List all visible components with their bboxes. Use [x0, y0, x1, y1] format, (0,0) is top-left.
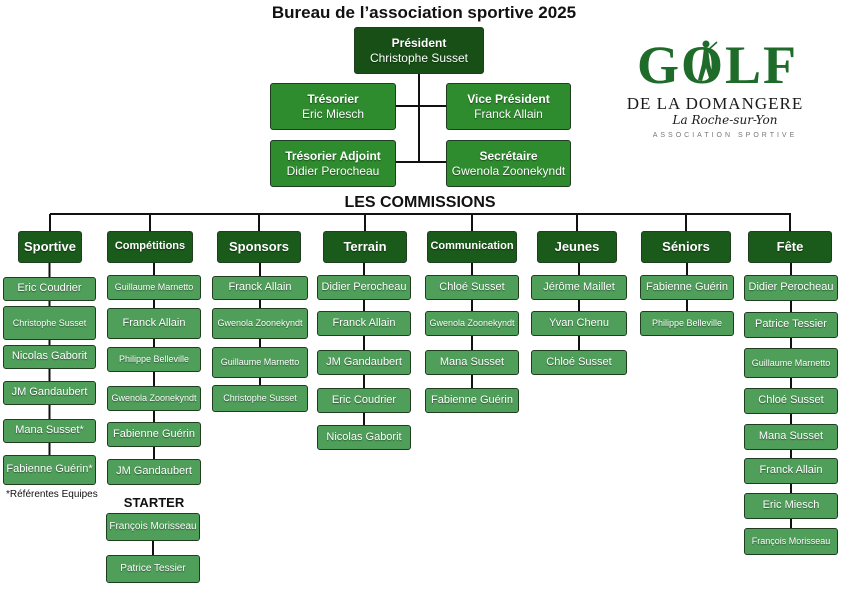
commission-member: Chloé Susset — [425, 275, 519, 300]
starter-member: François Morisseau — [106, 513, 200, 541]
tresorier-name: Eric Miesch — [301, 106, 364, 121]
commission-member: Philippe Belleville — [640, 311, 734, 336]
commission-member: Patrice Tessier — [744, 312, 838, 338]
vice-president-node: Vice Président Franck Allain — [446, 83, 571, 130]
commission-member: Fabienne Guérin* — [3, 455, 96, 485]
tresorier-node: Trésorier Eric Miesch — [270, 83, 396, 130]
commission-member: Franck Allain — [107, 308, 201, 339]
tresorier-adjoint-name: Didier Perocheau — [286, 163, 380, 178]
commission-header: Sportive — [18, 231, 82, 263]
vice-president-role: Vice Président — [467, 92, 550, 107]
commission-header: Fête — [748, 231, 832, 263]
logo-city-text: La Roche-sur-Yon — [672, 113, 778, 127]
commission-member: Nicolas Gaborit — [317, 425, 411, 450]
commission-member: Chloé Susset — [744, 388, 838, 414]
commission-member: Chloé Susset — [531, 350, 627, 375]
commission-member: Gwenola Zoonekyndt — [212, 308, 308, 339]
golfer-icon — [698, 40, 718, 81]
commission-member: Mana Susset — [744, 424, 838, 450]
tresorier-adjoint-node: Trésorier Adjoint Didier Perocheau — [270, 140, 396, 187]
commission-member: Christophe Susset — [212, 385, 308, 412]
commission-member: Jérôme Maillet — [531, 275, 627, 300]
golf-logo: GOLF DE LA DOMANGERE La Roche-sur-Yon AS… — [615, 35, 815, 146]
commission-member: Mana Susset* — [3, 419, 96, 443]
commission-member: Franck Allain — [744, 458, 838, 484]
commission-member: JM Gandaubert — [317, 350, 411, 375]
secretaire-node: Secrétaire Gwenola Zoonekyndt — [446, 140, 571, 187]
footnote: *Référentes Equipes — [6, 489, 98, 500]
commission-member: Franck Allain — [317, 311, 411, 336]
commission-member: Didier Perocheau — [317, 275, 411, 300]
president-node: Président Christophe Susset — [354, 27, 484, 74]
commission-member: JM Gandaubert — [3, 381, 96, 405]
commission-header: Terrain — [323, 231, 407, 263]
commission-member: Philippe Belleville — [107, 347, 201, 372]
commission-member: Christophe Susset — [3, 306, 96, 340]
page-title: Bureau de l’association sportive 2025 — [271, 3, 577, 22]
commission-member: François Morisseau — [744, 528, 838, 555]
commission-member: Fabienne Guérin — [425, 388, 519, 413]
commission-member: Guillaume Marnetto — [107, 275, 201, 300]
commission-member: Gwenola Zoonekyndt — [107, 386, 201, 411]
commission-member: Didier Perocheau — [744, 275, 838, 301]
commission-header: Communication — [427, 231, 517, 263]
commission-member: Eric Coudrier — [317, 388, 411, 413]
commission-member: Fabienne Guérin — [640, 275, 734, 300]
commission-member: Yvan Chenu — [531, 311, 627, 336]
president-name: Christophe Susset — [369, 50, 469, 65]
logo-association-text: ASSOCIATION SPORTIVE — [652, 132, 798, 139]
logo-domangere-text: DE LA DOMANGERE — [626, 94, 804, 113]
commission-member: Guillaume Marnetto — [212, 347, 308, 378]
tresorier-role: Trésorier — [307, 92, 359, 107]
commission-member: Nicolas Gaborit — [3, 345, 96, 369]
president-role: Président — [391, 36, 447, 51]
commission-member: Eric Miesch — [744, 493, 838, 519]
tresorier-adjoint-role: Trésorier Adjoint — [285, 149, 381, 164]
starter-title: STARTER — [123, 495, 185, 510]
commission-member: Mana Susset — [425, 350, 519, 375]
commission-header: Jeunes — [537, 231, 617, 263]
commission-member: Guillaume Marnetto — [744, 348, 838, 378]
commission-member: Gwenola Zoonekyndt — [425, 311, 519, 336]
commission-member: Fabienne Guérin — [107, 422, 201, 447]
commission-member: Eric Coudrier — [3, 277, 96, 301]
commissions-title: LES COMMISSIONS — [344, 194, 496, 211]
starter-member: Patrice Tessier — [106, 555, 200, 583]
secretaire-name: Gwenola Zoonekyndt — [451, 163, 566, 178]
commission-header: Compétitions — [107, 231, 193, 263]
commission-member: JM Gandaubert — [107, 459, 201, 485]
commission-header: Sponsors — [217, 231, 301, 263]
commission-member: Franck Allain — [212, 276, 308, 300]
vice-president-name: Franck Allain — [474, 106, 543, 121]
logo-golf-text: GOLF — [637, 35, 799, 95]
commission-header: Séniors — [641, 231, 731, 263]
secretaire-role: Secrétaire — [479, 149, 538, 164]
